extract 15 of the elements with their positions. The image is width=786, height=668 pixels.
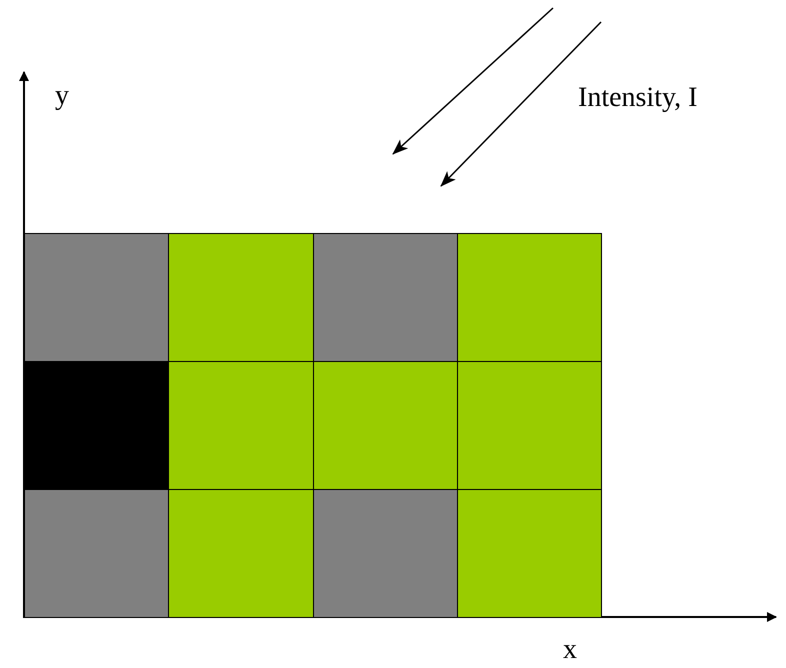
grid-cell (456, 233, 602, 362)
grid-cell (456, 489, 602, 618)
grid-cell (24, 233, 170, 362)
grid-cell (168, 233, 314, 362)
axis-label: Intensity, I (578, 84, 698, 112)
grid-cell (24, 361, 170, 490)
grid-cell (168, 489, 314, 618)
grid-cell (312, 489, 458, 618)
grid-cell (168, 361, 314, 490)
grid-cell (312, 233, 458, 362)
grid-cell (312, 361, 458, 490)
grid-cell (456, 361, 602, 490)
axis-label: x (563, 636, 577, 664)
grid-cell (24, 489, 170, 618)
axis-label: y (55, 82, 69, 110)
